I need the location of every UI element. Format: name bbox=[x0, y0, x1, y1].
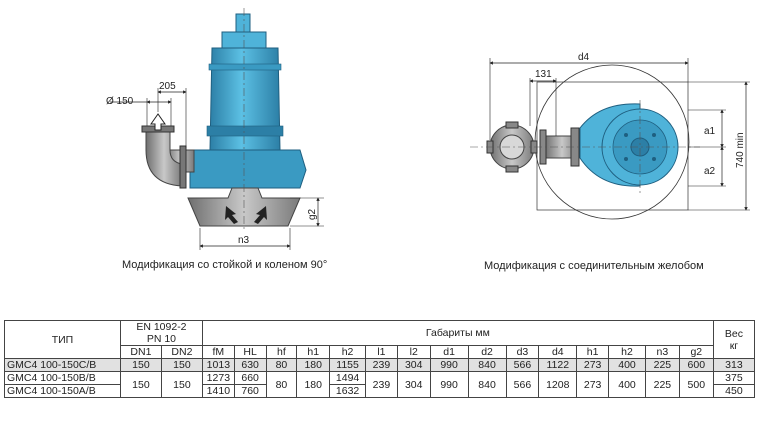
table-cell: 566 bbox=[505, 371, 540, 398]
dim-a1-label: a1 bbox=[704, 126, 716, 137]
table-cell: 1155 bbox=[329, 358, 367, 372]
dim-offset-label: 205 bbox=[159, 81, 176, 92]
table-cell: 239 bbox=[365, 371, 398, 398]
col-header: l2 bbox=[396, 345, 431, 359]
flow-up-arrow-icon bbox=[150, 113, 166, 131]
pump-with-elbow-drawing: Ø 150 205 n3 g2 bbox=[106, 8, 324, 250]
table-cell: 760 bbox=[233, 384, 267, 398]
table-cell: 80 bbox=[265, 371, 298, 398]
table-cell: 450 bbox=[712, 384, 756, 398]
col-header: h2 bbox=[608, 345, 646, 359]
table-cell: 400 bbox=[608, 358, 646, 372]
type-header: ТИП bbox=[4, 320, 121, 359]
col-header: h1 bbox=[576, 345, 610, 359]
dim-740min-label: 740 min bbox=[735, 132, 746, 168]
table-cell: 1273 bbox=[201, 371, 235, 385]
table-cell: 375 bbox=[712, 371, 756, 385]
inflow-arrow-right-icon bbox=[254, 206, 267, 224]
table-cell: 1013 bbox=[201, 358, 235, 372]
table-cell: 1410 bbox=[201, 384, 235, 398]
dim-131-label: 131 bbox=[535, 69, 552, 80]
table-cell: 840 bbox=[467, 371, 507, 398]
pump-volute bbox=[189, 149, 307, 189]
table-cell: 273 bbox=[576, 371, 610, 398]
table-cell: 180 bbox=[296, 358, 331, 372]
col-header: hf bbox=[265, 345, 298, 359]
table-cell: 1122 bbox=[538, 358, 578, 372]
table-cell: 990 bbox=[429, 358, 469, 372]
table-cell: 225 bbox=[644, 371, 680, 398]
table-cell: 313 bbox=[712, 358, 756, 372]
type-cell: GMC4 100-150A/B bbox=[4, 384, 121, 398]
table-cell: 80 bbox=[265, 358, 298, 372]
table-cell: 180 bbox=[296, 371, 331, 398]
table-row: GMC4 100-150A/B 1410 760 1632 450 bbox=[4, 384, 756, 398]
col-header: DN1 bbox=[119, 345, 162, 359]
table-cell: 660 bbox=[233, 371, 267, 385]
table-row: GMC4 100-150B/B 150 150 1273 660 80 180 … bbox=[4, 371, 756, 398]
table-cell: 990 bbox=[429, 371, 469, 398]
table-cell: 304 bbox=[396, 358, 431, 372]
table-cell: 239 bbox=[365, 358, 398, 372]
col-header: DN2 bbox=[160, 345, 203, 359]
table-cell: 1208 bbox=[538, 371, 578, 398]
type-cell: GMC4 100-150C/B bbox=[4, 358, 121, 372]
table-cell: 840 bbox=[467, 358, 507, 372]
col-header: n3 bbox=[644, 345, 680, 359]
table-cell: 150 bbox=[160, 371, 203, 398]
technical-drawings: Ø 150 205 n3 g2 bbox=[106, 8, 750, 250]
table-cell: 150 bbox=[119, 371, 162, 398]
table-cell: 150 bbox=[119, 358, 162, 372]
pump-top-view-drawing: d4 131 a1 a2 740 min bbox=[470, 52, 750, 220]
elbow-flange-side bbox=[179, 145, 187, 189]
pump-lower-band bbox=[206, 125, 284, 137]
col-header: d3 bbox=[505, 345, 540, 359]
col-header: h1 bbox=[296, 345, 331, 359]
table-cell: 225 bbox=[644, 358, 680, 372]
table-cell: 1632 bbox=[329, 384, 367, 398]
table-cell: 566 bbox=[505, 358, 540, 372]
dimensions-header: Габариты мм bbox=[201, 320, 714, 346]
dim-diameter-label: Ø 150 bbox=[106, 96, 134, 107]
pump-motor-band bbox=[208, 63, 282, 71]
left-drawing-caption: Модификация со стойкой и коленом 90° bbox=[122, 259, 328, 271]
table-cell: 500 bbox=[678, 371, 714, 398]
col-header: g2 bbox=[678, 345, 714, 359]
table-cell: 600 bbox=[678, 358, 714, 372]
dim-d4-label: d4 bbox=[578, 52, 590, 63]
dim-a2-label: a2 bbox=[704, 166, 716, 177]
table-cell: 630 bbox=[233, 358, 267, 372]
col-header: l1 bbox=[365, 345, 398, 359]
dim-g2-label: g2 bbox=[307, 208, 318, 220]
dim-n3-label: n3 bbox=[238, 235, 250, 246]
col-header: d1 bbox=[429, 345, 469, 359]
inflow-arrow-left-icon bbox=[225, 206, 238, 224]
table-cell: 304 bbox=[396, 371, 431, 398]
table-row: GMC4 100-150C/B 150 150 1013 630 80 180 … bbox=[4, 358, 756, 372]
col-header: d2 bbox=[467, 345, 507, 359]
col-header: h2 bbox=[329, 345, 367, 359]
col-header: d4 bbox=[538, 345, 578, 359]
table-cell: 1494 bbox=[329, 371, 367, 385]
table-cell: 273 bbox=[576, 358, 610, 372]
table-cell: 150 bbox=[160, 358, 203, 372]
col-header: fM bbox=[201, 345, 235, 359]
table-cell: 400 bbox=[608, 371, 646, 398]
type-cell: GMC4 100-150B/B bbox=[4, 371, 121, 385]
col-header: HL bbox=[233, 345, 267, 359]
right-drawing-caption: Модификация с соединительным желобом bbox=[484, 260, 704, 272]
